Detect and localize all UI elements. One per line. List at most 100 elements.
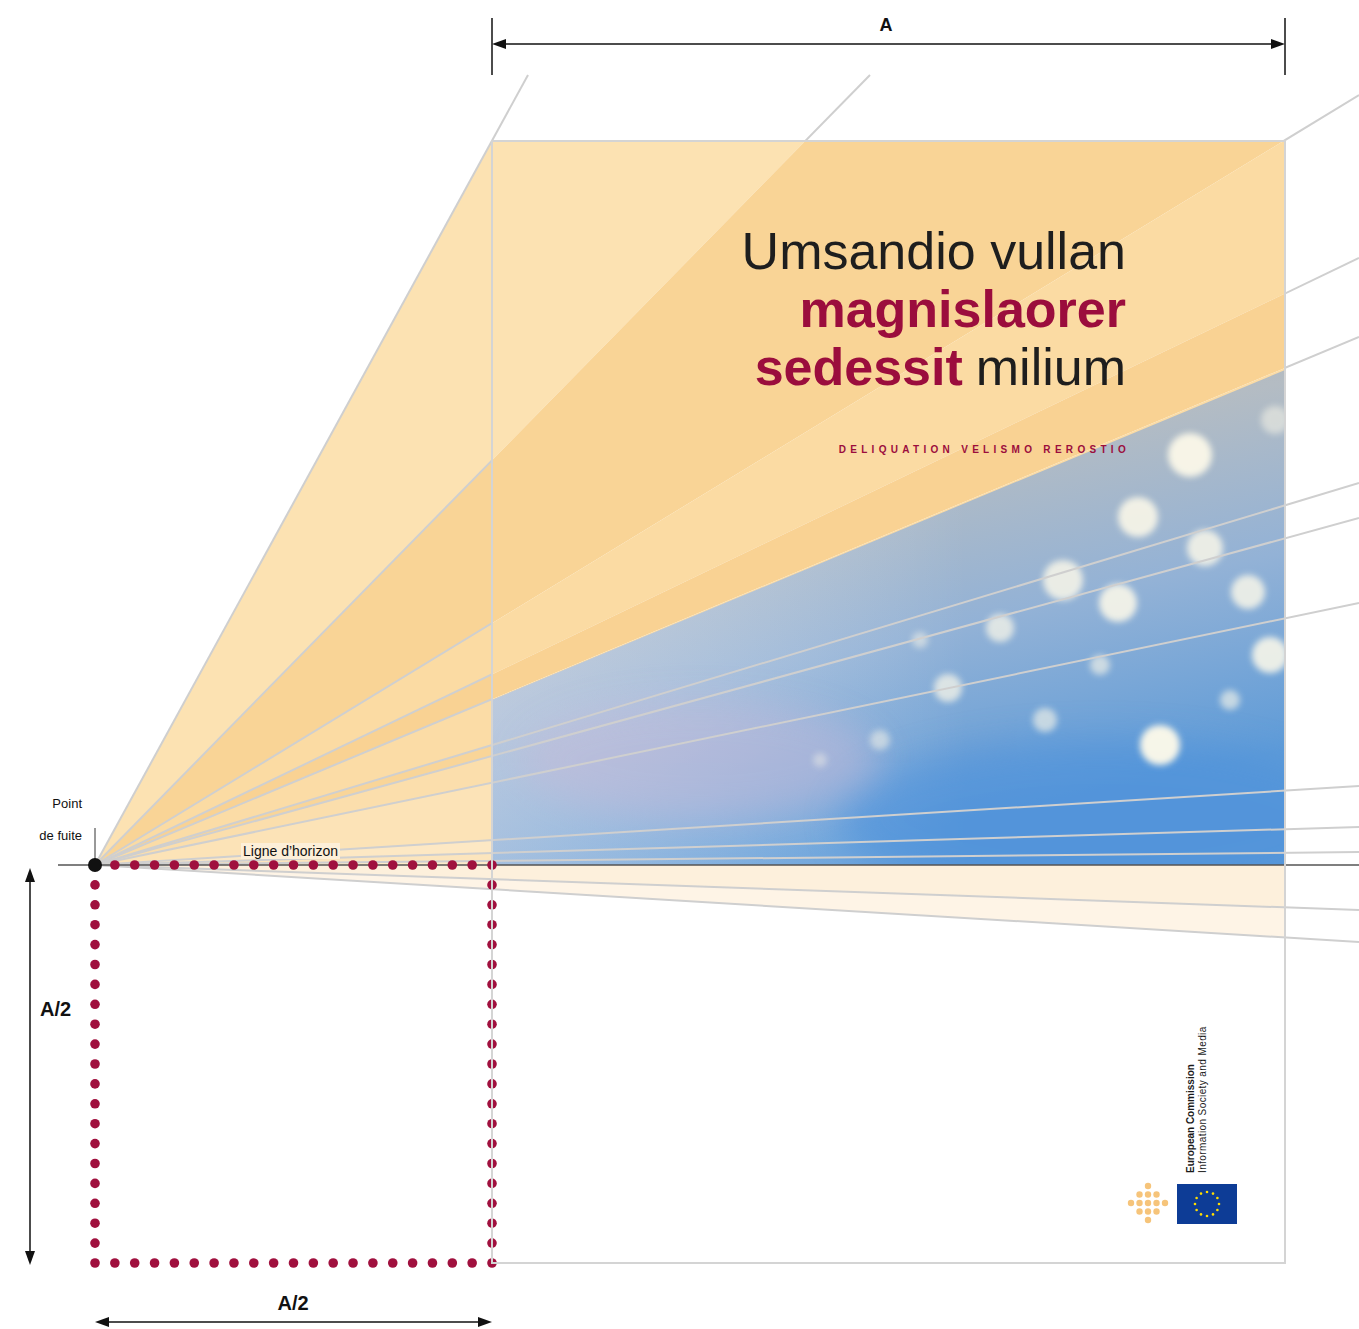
arrowhead bbox=[492, 39, 506, 49]
flag-star bbox=[1206, 1215, 1209, 1218]
dotted-square bbox=[170, 860, 180, 870]
vanishing-point-label: Point de fuite bbox=[37, 788, 82, 852]
vanishing-ray bbox=[95, 518, 1359, 865]
dotted-square bbox=[90, 1119, 100, 1129]
light-bokeh bbox=[1033, 708, 1057, 732]
flag-star bbox=[1195, 1209, 1198, 1212]
flag-star bbox=[1194, 1203, 1197, 1206]
dotted-square bbox=[249, 860, 259, 870]
arrowhead bbox=[478, 1317, 492, 1327]
title-block: Umsandio vullanmagnislaorersedessitmiliu… bbox=[742, 222, 1126, 396]
dotted-square bbox=[348, 860, 358, 870]
arrowhead bbox=[25, 868, 35, 882]
light-bokeh bbox=[1140, 725, 1180, 765]
logo-dot bbox=[1136, 1191, 1142, 1197]
vanishing-ray bbox=[95, 603, 1359, 865]
logo-dot bbox=[1145, 1217, 1151, 1223]
dotted-square bbox=[467, 860, 477, 870]
logo-dot bbox=[1145, 1208, 1151, 1214]
fan-band bbox=[95, 865, 1285, 1096]
dotted-square bbox=[110, 1258, 120, 1268]
logo-dot bbox=[1136, 1200, 1142, 1206]
dotted-square bbox=[189, 1258, 199, 1268]
light-bokeh bbox=[870, 730, 890, 750]
light-bokeh bbox=[986, 614, 1014, 642]
logo-dot bbox=[1145, 1200, 1151, 1206]
logo-dot bbox=[1145, 1191, 1151, 1197]
flag-star bbox=[1216, 1209, 1219, 1212]
dotted-square bbox=[209, 860, 219, 870]
dotted-square bbox=[269, 860, 279, 870]
perspective-rays bbox=[95, 75, 1359, 942]
vanishing-ray bbox=[95, 337, 1359, 865]
dotted-square bbox=[408, 1258, 418, 1268]
vanishing-ray bbox=[95, 483, 1359, 865]
flag-star bbox=[1206, 1191, 1209, 1194]
dotted-square bbox=[150, 1258, 160, 1268]
dotted-square bbox=[170, 1258, 180, 1268]
flag-star bbox=[1212, 1213, 1215, 1216]
perspective-fan bbox=[95, 141, 1285, 1096]
dimension-line bbox=[498, 43, 1279, 45]
dotted-square bbox=[328, 1258, 338, 1268]
title-text: milium bbox=[976, 338, 1126, 396]
light-bokeh bbox=[1220, 690, 1240, 710]
logo-dot bbox=[1162, 1200, 1168, 1206]
dotted-square bbox=[90, 960, 100, 970]
title-text: Umsandio vullan bbox=[742, 222, 1126, 280]
vanishing-ray bbox=[95, 827, 1359, 865]
dotted-square bbox=[110, 860, 120, 870]
dotted-square bbox=[467, 1258, 477, 1268]
dotted-square bbox=[428, 860, 438, 870]
arrowhead bbox=[1271, 39, 1285, 49]
dimension-lines bbox=[25, 18, 1285, 1327]
flag-star bbox=[1200, 1213, 1203, 1216]
logo-dot bbox=[1145, 1183, 1151, 1189]
light-bokeh bbox=[1168, 433, 1212, 477]
vanishing-ray bbox=[95, 865, 1359, 942]
light-bokeh bbox=[1231, 575, 1265, 609]
publisher-name: European Commission bbox=[1185, 1026, 1197, 1173]
dimension-line bbox=[29, 874, 31, 1259]
dotted-square bbox=[408, 860, 418, 870]
publisher-name: Information Society and Media bbox=[1197, 1026, 1209, 1173]
dimension-label: A/2 bbox=[275, 1292, 310, 1315]
dotted-square bbox=[348, 1258, 358, 1268]
flag-star bbox=[1218, 1203, 1221, 1206]
light-bokeh bbox=[1252, 637, 1288, 673]
photo-glow bbox=[520, 700, 880, 820]
light-bokeh bbox=[1118, 497, 1158, 537]
dotted-square bbox=[189, 860, 199, 870]
dimension-label: A bbox=[878, 15, 895, 36]
partner-logo bbox=[1128, 1183, 1168, 1223]
extension-line bbox=[1284, 18, 1286, 75]
dotted-square bbox=[90, 940, 100, 950]
dotted-square bbox=[90, 1099, 100, 1109]
subtitle: DELIQUATION VELISMO REROSTIO bbox=[839, 444, 1130, 455]
light-bokeh bbox=[1099, 584, 1137, 622]
dotted-square bbox=[309, 860, 319, 870]
dotted-square bbox=[90, 1218, 100, 1228]
vanishing-point bbox=[88, 858, 102, 872]
dotted-square bbox=[90, 1000, 100, 1010]
vanishing-ray bbox=[95, 258, 1359, 865]
dotted-square bbox=[448, 1258, 458, 1268]
dotted-square bbox=[388, 860, 398, 870]
vanishing-ray bbox=[95, 75, 870, 865]
title-emphasis: magnislaorer bbox=[799, 280, 1126, 338]
fan-band bbox=[95, 865, 1285, 1000]
dotted-square bbox=[90, 980, 100, 990]
dotted-square bbox=[229, 1258, 239, 1268]
dotted-square bbox=[90, 900, 100, 910]
dotted-square bbox=[289, 1258, 299, 1268]
dotted-square bbox=[368, 860, 378, 870]
dotted-square bbox=[130, 1258, 140, 1268]
flag-ground bbox=[1177, 1184, 1237, 1224]
arrowhead bbox=[25, 1251, 35, 1265]
leader-line bbox=[95, 828, 96, 862]
dotted-square bbox=[428, 1258, 438, 1268]
flag-star bbox=[1212, 1192, 1215, 1195]
extension-line bbox=[491, 18, 493, 75]
